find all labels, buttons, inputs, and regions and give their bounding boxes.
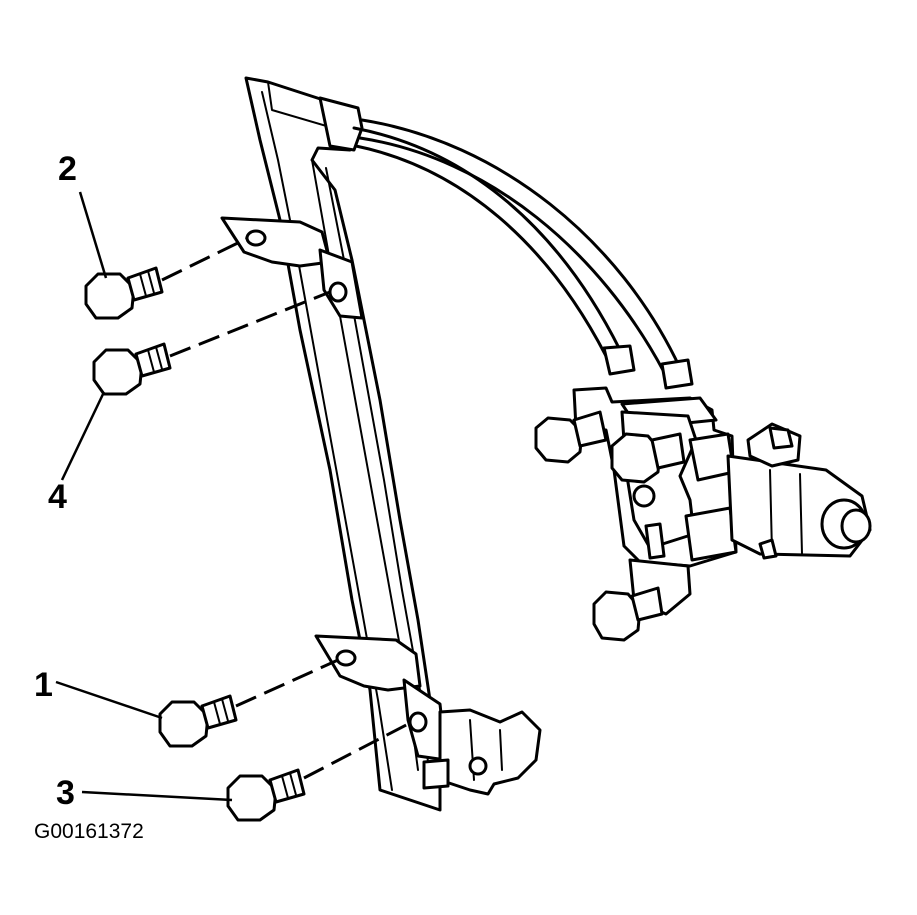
bolt-2	[84, 236, 249, 320]
sash-clip	[422, 708, 542, 796]
motor-assembly	[572, 386, 872, 616]
callout-1: 1	[34, 666, 53, 704]
bolt-4	[92, 290, 331, 396]
cable-conduits	[352, 118, 694, 390]
leader-lines	[55, 191, 233, 802]
lower-bracket	[314, 634, 448, 762]
motor-bolts	[534, 410, 686, 642]
callout-4: 4	[48, 478, 67, 516]
callout-2: 2	[58, 150, 77, 188]
upper-bracket	[220, 216, 364, 320]
bolt-1	[158, 658, 339, 748]
bolt-3	[226, 720, 413, 822]
figure-id: G00161372	[34, 820, 144, 843]
callout-3: 3	[56, 774, 75, 812]
